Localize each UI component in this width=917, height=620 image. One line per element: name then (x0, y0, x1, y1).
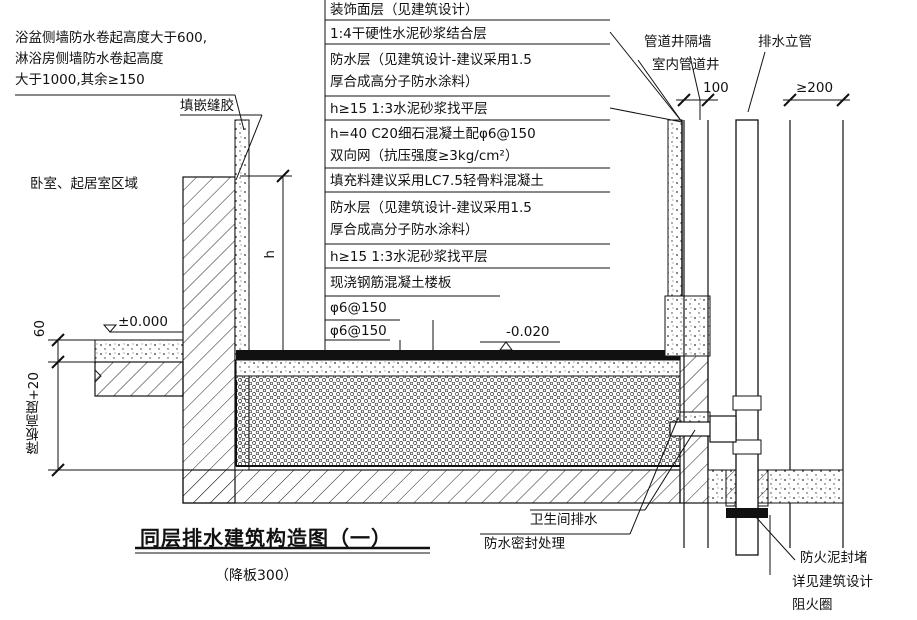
left-dimensions (48, 169, 292, 477)
layer-label-10: 厚合成高分子防水涂料） (330, 222, 479, 238)
layer-label-6: h=40 C20细石混凝土配φ6@150 (330, 126, 536, 142)
rebar-label-2: φ6@150 (330, 323, 387, 339)
left-floor-slab (94, 339, 184, 397)
room-zone-label: 卧室、起居室区域 (30, 176, 138, 192)
layer-label-9: 防水层（见建筑设计-建议采用1.5 (330, 200, 532, 216)
layer-label-12: 现浇钢筋混凝土楼板 (330, 275, 452, 291)
waterproof-height-note-2: 淋浴房侧墙防水卷起高度 (15, 51, 164, 67)
diagram-title: 同层排水建筑构造图（一） (140, 526, 392, 550)
dim-200-label: ≥200 (796, 80, 834, 96)
dim-100-label: 100 (703, 80, 729, 96)
lightweight-fill (235, 375, 681, 467)
layer-label-4: 厚合成高分子防水涂料） (330, 74, 479, 90)
drop-height-label: 降板高度+20 (26, 372, 42, 455)
layer-label-8: 填充料建议采用LC7.5轻骨料混凝土 (330, 173, 544, 189)
right-wall-finish (667, 119, 683, 311)
waterproof-height-note-3: 大于1000,其余≥150 (15, 72, 145, 88)
dim-60-label: 60 (32, 320, 48, 338)
layer-label-11: h≥15 1:3水泥砂浆找平层 (330, 249, 488, 265)
toilet-drain-label: 卫生间排水 (530, 512, 598, 528)
floor-elevation-label: -0.020 (506, 324, 550, 340)
layer-label-7: 双向网（抗压强度≥3kg/cm²） (330, 148, 519, 164)
layer-label-table (324, 0, 610, 352)
rebar-label-1: φ6@150 (330, 300, 387, 316)
drain-riser-label: 排水立管 (758, 34, 812, 50)
diagram-subtitle: （降板300） (215, 568, 298, 584)
elevation-markers (102, 324, 560, 351)
corner-finish (664, 295, 711, 357)
layer-label-2: 1:4干硬性水泥砂浆结合层 (330, 26, 487, 42)
layer-label-5: h≥15 1:3水泥砂浆找平层 (330, 101, 488, 117)
finish-surface (236, 350, 680, 360)
structural-slab (182, 469, 681, 504)
fire-ring-note-2: 阻火圈 (792, 597, 833, 613)
shaft-inner-label: 室内管道井 (652, 57, 720, 73)
elevation-zero-label: ±0.000 (118, 314, 168, 330)
layer-label-3: 防水层（见建筑设计-建议采用1.5 (330, 52, 532, 68)
waterproof-seal-label: 防水密封处理 (484, 536, 565, 552)
waterproof-height-note-1: 浴盆侧墙防水卷起高度大于600, (15, 30, 208, 46)
title-underline (135, 546, 430, 554)
drain-riser-pipe (725, 119, 769, 556)
sealant-label: 填嵌缝胶 (180, 98, 234, 114)
right-dimensions (676, 93, 850, 107)
toilet-drain-branch (669, 415, 737, 443)
layer-label-1: 装饰面层（见建筑设计） (330, 2, 479, 18)
leader-lines (15, 31, 796, 575)
fire-ring-note-1: 详见建筑设计 (792, 574, 873, 590)
fine-concrete-layer (235, 359, 681, 377)
fire-seal-label: 防火泥封堵 (800, 550, 868, 566)
left-wall (182, 176, 236, 504)
h-dim-label: h (262, 250, 278, 259)
shaft-wall-label: 管道井隔墙 (644, 34, 712, 50)
